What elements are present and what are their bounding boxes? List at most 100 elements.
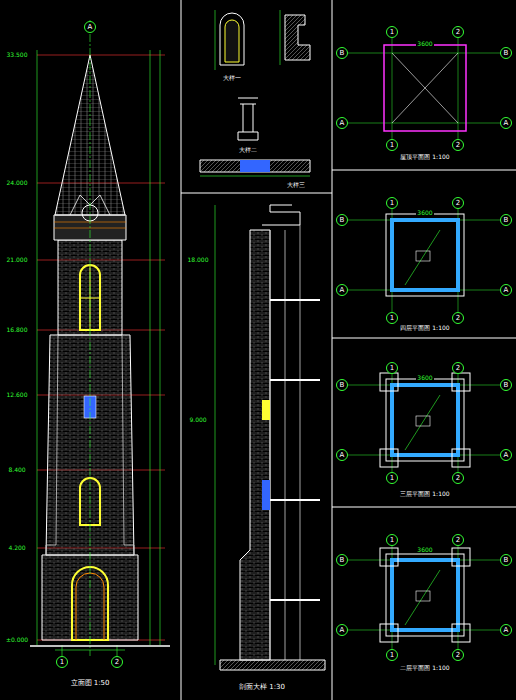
- plan-stroke: [392, 385, 458, 455]
- grid-label: A: [504, 285, 509, 295]
- grid-label: B: [340, 48, 345, 58]
- view-title: 立面图 1:50: [70, 680, 111, 688]
- view-title: 二层平面图 1:100: [399, 665, 450, 672]
- detail-drawings: [200, 10, 310, 176]
- level-mark: 18.000: [187, 257, 210, 264]
- plan-stroke: [405, 395, 440, 450]
- tower-elevation: [30, 20, 170, 656]
- grid-label: 1: [390, 473, 394, 483]
- grid-label: B: [340, 555, 345, 565]
- grid-bubble: 2: [452, 139, 464, 151]
- view-title: 四层平面图 1:100: [399, 325, 450, 332]
- grid-bubble: 2: [111, 656, 123, 668]
- grid-bubble: B: [500, 554, 512, 566]
- grid-bubble: 1: [386, 139, 398, 151]
- grid-bubble: B: [336, 379, 348, 391]
- grid-bubble: 1: [386, 472, 398, 484]
- detail-title: 大样一: [222, 75, 242, 82]
- grid-label: 1: [390, 535, 394, 545]
- plan-stroke: [416, 251, 430, 261]
- plan-stroke: [348, 53, 500, 54]
- grid-label: 2: [456, 198, 460, 208]
- grid-label: 2: [456, 140, 460, 150]
- grid-label: B: [504, 215, 509, 225]
- grid-bubble: 1: [386, 534, 398, 546]
- dimension: 3600: [416, 41, 433, 48]
- grid-bubble: 2: [452, 649, 464, 661]
- dimension: 3600: [416, 547, 433, 554]
- grid-bubble: B: [500, 47, 512, 59]
- plan-stroke: [386, 214, 464, 296]
- grid-bubble: B: [336, 47, 348, 59]
- grid-label: 1: [390, 650, 394, 660]
- grid-label: A: [504, 118, 509, 128]
- plan-stroke: [380, 624, 398, 642]
- grid-label: A: [504, 450, 509, 460]
- grid-bubble: A: [336, 284, 348, 296]
- grid-bubble: A: [336, 624, 348, 636]
- level-mark: 24.000: [6, 180, 29, 187]
- plan-stroke: [452, 373, 470, 391]
- grid-label: 2: [456, 313, 460, 323]
- grid-bubble: 2: [452, 312, 464, 324]
- grid-bubble: 2: [452, 472, 464, 484]
- grid-label: 1: [390, 27, 394, 37]
- level-mark: 21.000: [6, 257, 29, 264]
- grid-label: 1: [390, 198, 394, 208]
- plan-stroke: [452, 548, 470, 566]
- grid-label: 2: [456, 363, 460, 373]
- plan-stroke: [380, 548, 398, 566]
- grid-label: 2: [456, 473, 460, 483]
- plan-stroke: [452, 449, 470, 467]
- view-title: 三层平面图 1:100: [399, 491, 450, 498]
- grid-bubble: B: [336, 214, 348, 226]
- level-mark: 12.600: [6, 392, 29, 399]
- level-mark: 33.500: [6, 52, 29, 59]
- grid-label: B: [340, 380, 345, 390]
- plan-stroke: [380, 449, 398, 467]
- grid-label: 2: [456, 27, 460, 37]
- grid-label: A: [88, 22, 93, 32]
- grid-bubble: 1: [386, 26, 398, 38]
- plan-stroke: [405, 230, 440, 285]
- grid-label: B: [504, 48, 509, 58]
- plan-stroke: [416, 416, 430, 426]
- grid-label: A: [340, 285, 345, 295]
- grid-bubble: B: [500, 379, 512, 391]
- grid-bubble: 1: [386, 312, 398, 324]
- grid-label: 1: [390, 363, 394, 373]
- level-mark: 8.400: [7, 467, 26, 474]
- grid-label: A: [340, 118, 345, 128]
- grid-label: 2: [115, 657, 119, 667]
- grid-bubble: 1: [386, 362, 398, 374]
- grid-bubble: A: [84, 21, 96, 33]
- plan-stroke: [348, 123, 500, 124]
- grid-bubble: A: [500, 624, 512, 636]
- level-mark: ±0.000: [5, 637, 29, 644]
- grid-bubble: 2: [452, 26, 464, 38]
- grid-bubble: A: [500, 449, 512, 461]
- floor-plans: [348, 38, 500, 649]
- level-mark: 16.800: [6, 327, 29, 334]
- level-mark: 9.000: [188, 417, 207, 424]
- grid-bubble: 1: [56, 656, 68, 668]
- grid-bubble: 2: [452, 534, 464, 546]
- grid-label: B: [504, 380, 509, 390]
- view-title: 屋顶平面图 1:100: [399, 154, 450, 161]
- view-title: 剖面大样 1:30: [238, 684, 286, 692]
- grid-label: A: [340, 450, 345, 460]
- grid-bubble: 2: [452, 362, 464, 374]
- plan-stroke: [380, 373, 398, 391]
- plan-stroke: [392, 53, 458, 123]
- dimension: 3600: [416, 375, 433, 382]
- grid-bubble: 1: [386, 197, 398, 209]
- plan-stroke: [452, 624, 470, 642]
- plan-stroke: [384, 45, 466, 131]
- grid-label: B: [340, 215, 345, 225]
- dimension: 3600: [416, 210, 433, 217]
- grid-bubble: A: [336, 117, 348, 129]
- grid-label: 1: [390, 140, 394, 150]
- grid-bubble: A: [500, 284, 512, 296]
